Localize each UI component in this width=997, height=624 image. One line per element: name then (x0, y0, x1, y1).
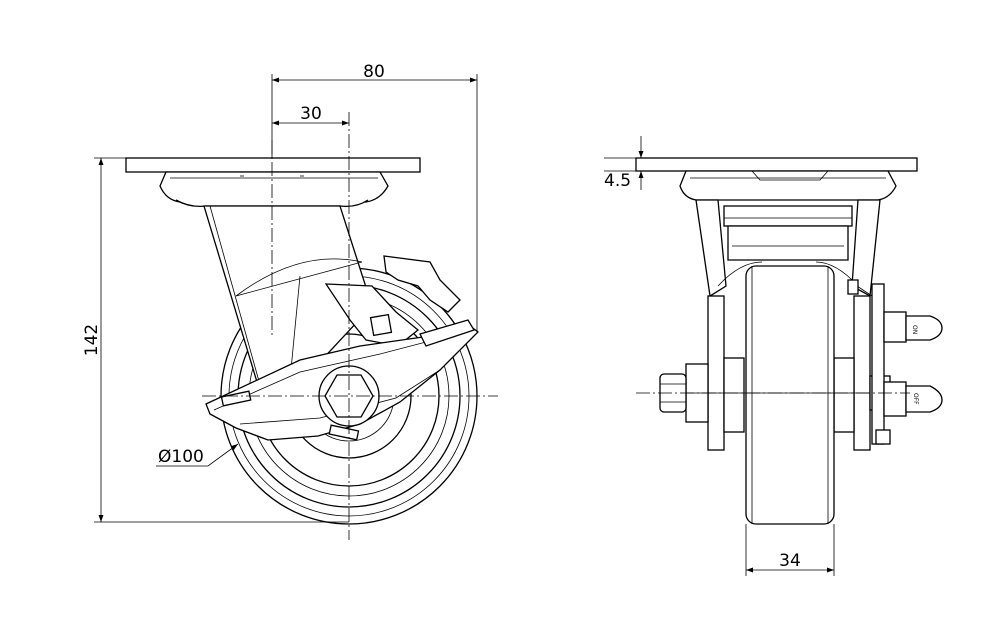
dimension-offset: 30 (272, 104, 349, 126)
dim-80-label: 80 (363, 62, 385, 82)
dimension-overall-width: 80 (271, 62, 478, 332)
dimension-overall-height: 142 (82, 157, 349, 523)
dimension-plate-thickness: 4.5 (604, 136, 660, 191)
dimension-wheel-width: 34 (745, 524, 835, 576)
swivel-fork-side (203, 205, 373, 393)
top-plate-front (635, 157, 918, 201)
wheel-front (745, 265, 835, 525)
dim-30-label: 30 (300, 104, 322, 124)
dim-diameter-label: Ø100 (158, 447, 204, 467)
dim-142-label: 142 (82, 324, 102, 356)
dim-4-5-label: 4.5 (604, 171, 631, 191)
fork-front (695, 199, 881, 451)
center-lines-side (202, 112, 498, 540)
top-plate-side (125, 157, 421, 208)
front-view: ON OFF 4.5 34 (604, 136, 943, 576)
dimension-wheel-diameter: Ø100 (156, 443, 239, 467)
brake-pedal-front: ON OFF (847, 279, 943, 445)
side-view: 80 30 142 Ø100 (82, 62, 498, 540)
pedal-off-label: OFF (912, 393, 919, 405)
dim-34-label: 34 (779, 551, 801, 571)
pedal-on-label: ON (911, 325, 918, 334)
